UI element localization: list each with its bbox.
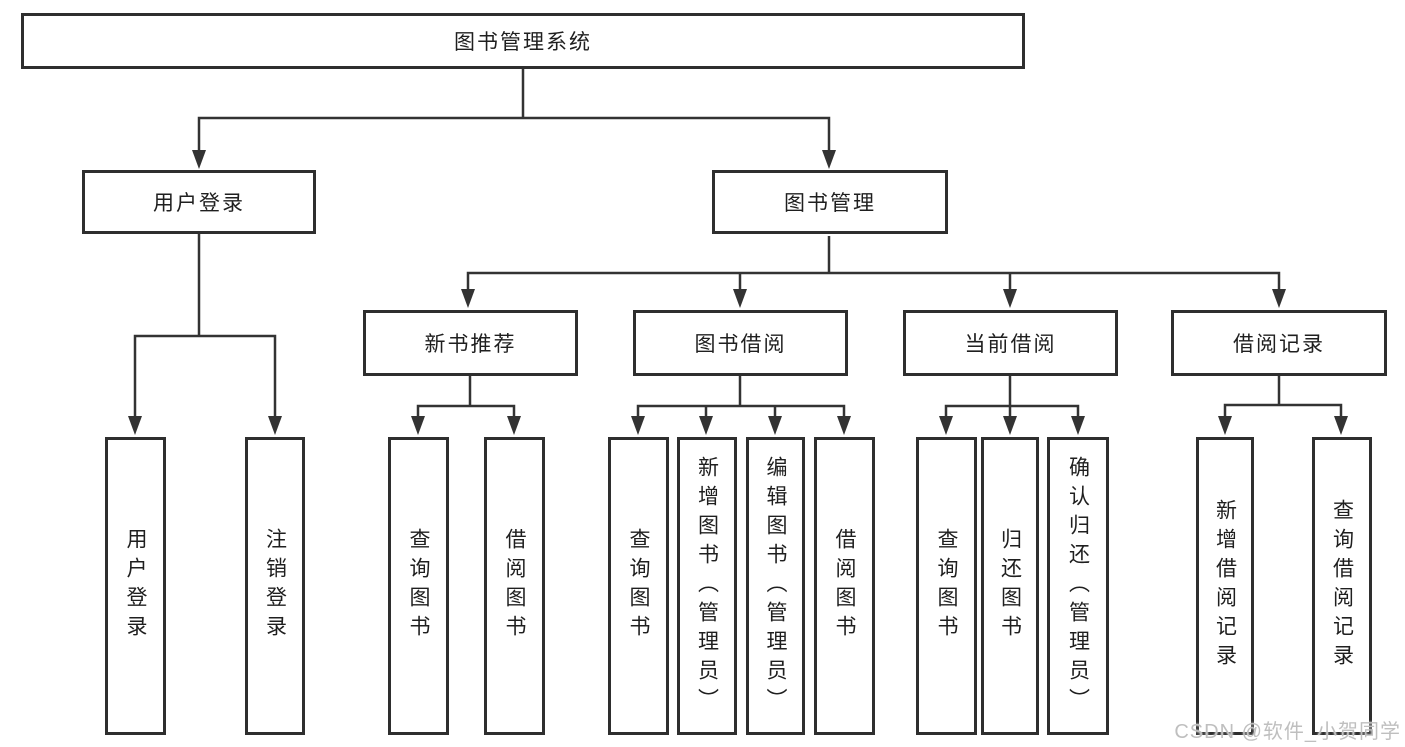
leaf-current-return-books: 归还图书: [981, 437, 1039, 735]
node-book-management-label: 图书管理: [784, 192, 876, 215]
node-new-book-recommend: 新书推荐: [363, 310, 578, 376]
leaf-user-login-label: 用户登录: [124, 528, 147, 644]
leaf-newbook-query-books-label: 查询图书: [407, 528, 430, 644]
connector-shafts: [133, 68, 1343, 418]
node-current-borrow-label: 当前借阅: [964, 333, 1057, 356]
leaf-logout: 注销登录: [245, 437, 305, 735]
leaf-record-query: 查询借阅记录: [1312, 437, 1372, 735]
leaf-record-add: 新增借阅记录: [1196, 437, 1254, 735]
leaf-newbook-query-books: 查询图书: [388, 437, 449, 735]
leaf-current-confirm-return-label: 确认归还（管理员）: [1066, 455, 1090, 717]
node-book-borrow-label: 图书借阅: [694, 333, 787, 356]
leaf-user-login: 用户登录: [105, 437, 166, 735]
leaf-borrow-query-books: 查询图书: [608, 437, 669, 735]
leaf-borrow-borrow-books-label: 借阅图书: [833, 528, 856, 644]
leaf-current-return-books-label: 归还图书: [998, 528, 1022, 644]
node-borrow-record-label: 借阅记录: [1233, 333, 1325, 356]
node-new-book-recommend-label: 新书推荐: [424, 333, 517, 356]
leaf-borrow-edit-books: 编辑图书（管理员）: [746, 437, 805, 735]
node-root-system-label: 图书管理系统: [454, 31, 592, 54]
leaf-borrow-query-books-label: 查询图书: [627, 528, 650, 644]
leaf-borrow-add-books: 新增图书（管理员）: [677, 437, 737, 735]
leaf-record-add-label: 新增借阅记录: [1213, 499, 1237, 673]
connector-arrowheads: [128, 150, 1348, 435]
leaf-borrow-borrow-books: 借阅图书: [814, 437, 875, 735]
leaf-current-query-books-label: 查询图书: [935, 528, 958, 644]
leaf-newbook-borrow-books-label: 借阅图书: [503, 528, 526, 644]
leaf-record-query-label: 查询借阅记录: [1330, 499, 1354, 673]
csdn-watermark: CSDN @软件_小贺同学: [1174, 721, 1401, 743]
node-book-borrow: 图书借阅: [633, 310, 848, 376]
leaf-newbook-borrow-books: 借阅图书: [484, 437, 545, 735]
node-borrow-record: 借阅记录: [1171, 310, 1387, 376]
leaf-logout-label: 注销登录: [263, 528, 287, 644]
leaf-current-confirm-return: 确认归还（管理员）: [1047, 437, 1109, 735]
node-root-system: 图书管理系统: [21, 13, 1025, 69]
node-book-management: 图书管理: [712, 170, 948, 234]
node-current-borrow: 当前借阅: [903, 310, 1118, 376]
leaf-current-query-books: 查询图书: [916, 437, 977, 735]
node-user-login-label: 用户登录: [153, 192, 245, 215]
leaf-borrow-add-books-label: 新增图书（管理员）: [695, 455, 719, 717]
leaf-borrow-edit-books-label: 编辑图书（管理员）: [764, 455, 787, 717]
node-user-login: 用户登录: [82, 170, 316, 234]
